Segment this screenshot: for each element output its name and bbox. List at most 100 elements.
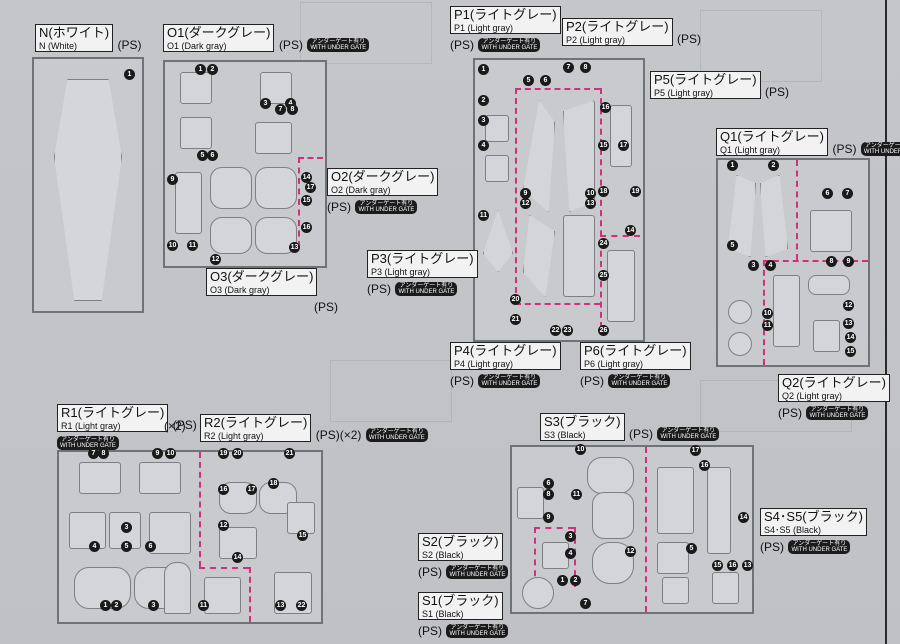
part-shape bbox=[523, 215, 555, 297]
part-number: 9 bbox=[152, 448, 163, 459]
part-shape bbox=[79, 462, 121, 494]
runner-frame-n: 1 bbox=[32, 57, 144, 313]
part-number: 1 bbox=[195, 64, 206, 75]
part-number: 10 bbox=[575, 444, 586, 455]
part-number: 6 bbox=[543, 478, 554, 489]
part-number: 8 bbox=[543, 489, 554, 500]
part-number: 7 bbox=[275, 104, 286, 115]
part-number: 11 bbox=[187, 240, 198, 251]
runner-frame-o1: 1 2 3 4 5 6 7 8 9 10 11 12 13 14 15 16 1… bbox=[163, 60, 327, 268]
part-shape bbox=[485, 155, 509, 182]
runner-label-q2: Q2(ライトグレー)Q2 (Light gray) (PS) アンダーゲート有り… bbox=[778, 374, 891, 422]
part-number: 1 bbox=[557, 575, 568, 586]
part-number: 13 bbox=[289, 242, 300, 253]
part-number: 4 bbox=[565, 548, 576, 559]
part-number: 22 bbox=[296, 600, 307, 611]
part-number: 2 bbox=[111, 600, 122, 611]
runner-split-line bbox=[600, 88, 602, 328]
runner-split-line bbox=[515, 88, 600, 90]
part-number: 5 bbox=[121, 541, 132, 552]
part-number: 16 bbox=[699, 460, 710, 471]
runner-split-line bbox=[249, 567, 251, 622]
part-shape bbox=[728, 332, 752, 356]
part-number: 12 bbox=[210, 254, 221, 265]
part-number: 13 bbox=[585, 198, 596, 209]
runner-split-line bbox=[645, 447, 647, 612]
part-shape bbox=[180, 117, 212, 149]
part-number: 1 bbox=[727, 160, 738, 171]
part-number: 18 bbox=[268, 478, 279, 489]
runner-label-p1: P1(ライトグレー)P1 (Light gray) (PS) アンダーゲート有り… bbox=[450, 6, 561, 54]
part-number: 24 bbox=[598, 238, 609, 249]
part-shape bbox=[808, 275, 850, 295]
part-number: 21 bbox=[510, 314, 521, 325]
part-number: 23 bbox=[562, 325, 573, 336]
runner-split-line bbox=[534, 527, 536, 587]
part-number: 1 bbox=[478, 64, 489, 75]
part-number: 5 bbox=[197, 150, 208, 161]
runner-frame-r bbox=[57, 450, 323, 624]
part-number: 13 bbox=[843, 318, 854, 329]
part-number: 17 bbox=[246, 484, 257, 495]
part-shape bbox=[483, 210, 513, 272]
part-shape bbox=[210, 167, 252, 209]
part-number: 3 bbox=[748, 260, 759, 271]
part-number: 11 bbox=[478, 210, 489, 221]
part-number: 9 bbox=[843, 256, 854, 267]
runner-split-line bbox=[298, 157, 323, 159]
part-shape bbox=[563, 215, 595, 297]
part-shape bbox=[287, 502, 315, 534]
part-number: 2 bbox=[207, 64, 218, 75]
part-number: 18 bbox=[598, 186, 609, 197]
part-number: 20 bbox=[510, 294, 521, 305]
part-number: 8 bbox=[826, 256, 837, 267]
part-number: 12 bbox=[843, 300, 854, 311]
part-shape bbox=[485, 115, 509, 142]
runner-label-p4: P4(ライトグレー)P4 (Light gray) (PS) アンダーゲート有り… bbox=[450, 342, 561, 390]
part-number: 3 bbox=[478, 115, 489, 126]
part-shape bbox=[522, 577, 554, 609]
part-shape bbox=[517, 487, 544, 519]
part-number: 3 bbox=[148, 600, 159, 611]
part-shape bbox=[810, 210, 852, 252]
part-number: 11 bbox=[762, 320, 773, 331]
ghost-shape bbox=[330, 360, 452, 422]
part-shape bbox=[139, 462, 181, 494]
runner-label-o3: O3(ダークグレー)O3 (Dark gray) (PS) bbox=[206, 268, 338, 316]
part-number: 15 bbox=[301, 195, 312, 206]
part-number: 19 bbox=[630, 186, 641, 197]
part-shape bbox=[607, 250, 635, 322]
part-number: 8 bbox=[98, 448, 109, 459]
part-number: 14 bbox=[738, 512, 749, 523]
part-number: 17 bbox=[305, 182, 316, 193]
part-shape bbox=[587, 457, 634, 494]
part-number: 15 bbox=[598, 140, 609, 151]
part-number: 9 bbox=[520, 188, 531, 199]
part-number: 8 bbox=[580, 62, 591, 73]
page-edge bbox=[885, 0, 887, 644]
part-number: 12 bbox=[520, 198, 531, 209]
runner-label-r2: R2(ライトグレー)R2 (Light gray) (PS)(×2) アンダーゲ… bbox=[200, 414, 428, 444]
part-number: 12 bbox=[625, 546, 636, 557]
part-number: 12 bbox=[218, 520, 229, 531]
part-number: 1 bbox=[124, 69, 135, 80]
ghost-shape bbox=[700, 10, 822, 82]
part-number: 19 bbox=[218, 448, 229, 459]
part-number: 6 bbox=[822, 188, 833, 199]
runner-frame-s bbox=[510, 445, 754, 614]
runner-label-q1: Q1(ライトグレー)Q1 (Light gray) (PS) アンダーゲート有り… bbox=[716, 128, 900, 158]
part-number: 11 bbox=[198, 600, 209, 611]
runner-label-p5: P5(ライトグレー)P5 (Light gray) (PS) bbox=[650, 71, 789, 101]
part-number: 10 bbox=[585, 188, 596, 199]
part-shape bbox=[657, 467, 694, 534]
part-number: 7 bbox=[563, 62, 574, 73]
